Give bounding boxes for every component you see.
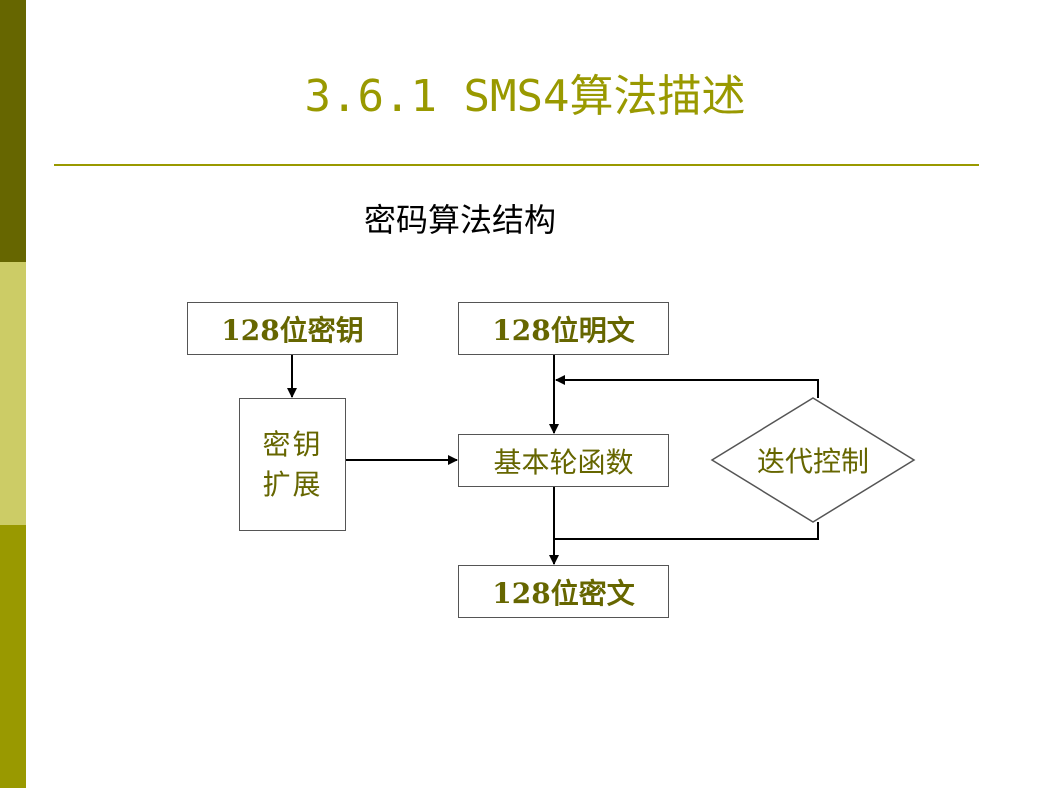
ciphertext-box: 128位密文 [458,565,669,618]
iteration-control-label: 迭代控制 [756,445,869,478]
plaintext-box: 128位明文 [458,302,669,355]
slide-title: 3.6.1 SMS4算法描述 [304,71,746,122]
sidebar-stripe-top [0,0,26,262]
loop-output-to-control [554,522,819,540]
sidebar-stripe-bottom [0,525,26,788]
iteration-control-diamond [710,397,916,523]
round-function-box: 基本轮函数 [458,434,669,487]
diagram-subtitle: 密码算法结构 [364,201,557,239]
loop-control-to-input [555,375,819,398]
sidebar-stripe-middle [0,262,26,525]
title-divider [54,164,979,166]
key-expansion-box: 密钥扩展 [239,398,346,531]
key-box: 128位密钥 [187,302,398,355]
